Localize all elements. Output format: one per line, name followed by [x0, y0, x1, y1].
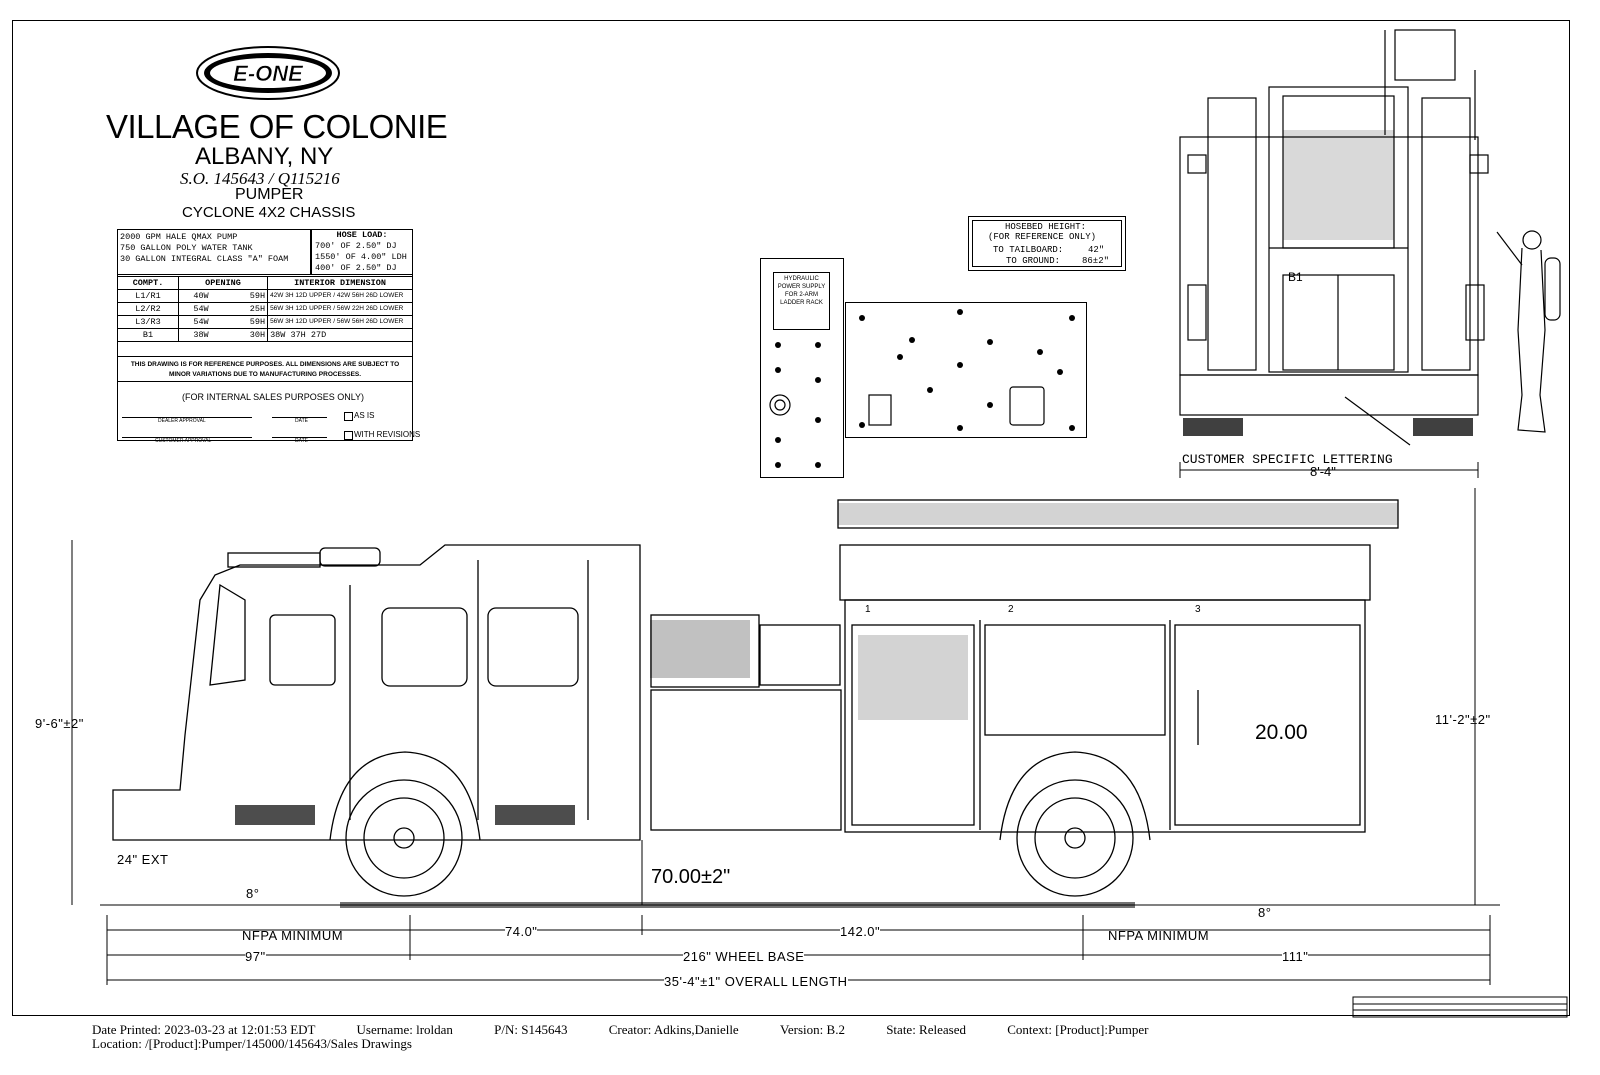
equipment-box [117, 229, 311, 275]
internal-note: (FOR INTERNAL SALES PURPOSES ONLY) [182, 392, 365, 402]
height-right-dim: 11'-2"±2" [1435, 712, 1491, 727]
dealer-approval-label: DEALER APPROVAL [158, 418, 206, 424]
footer-creator: Creator: Adkins,Danielle [608, 1022, 739, 1037]
hosebed-title: HOSEBED HEIGHT: [1005, 222, 1087, 232]
footer-part-number: P/N: S145643 [494, 1022, 568, 1037]
hose-load-title: HOSE LOAD: [336, 230, 388, 240]
dim-20: 20.00 [1255, 721, 1308, 744]
title-apparatus-type: PUMPER [235, 186, 304, 203]
ext-dim: 24" EXT [117, 852, 169, 867]
dim-142: 142.0" [840, 924, 881, 939]
footer-location: Location: /[Product]:Pumper/145000/14564… [92, 1036, 412, 1051]
e-one-logo: E-ONE [196, 46, 340, 100]
compartment-table: COMPT. OPENING INTERIOR DIMENSION L1/R1 … [117, 276, 413, 342]
firefighter-figure [1496, 230, 1561, 433]
hydraulic-panel [760, 258, 844, 478]
title-chassis: CYCLONE 4X2 CHASSIS [182, 204, 356, 221]
equipment-tank: 750 GALLON POLY WATER TANK [120, 243, 253, 253]
with-revisions-checkbox[interactable] [344, 431, 353, 440]
footer-state: State: Released [886, 1022, 966, 1037]
footer-line-1: Date Printed: 2023-03-23 at 12:01:53 EDT… [92, 1022, 1148, 1038]
ground-label: TO GROUND: [1006, 256, 1061, 266]
hose-load-box [311, 229, 413, 275]
hose-load-3: 400' OF 2.50" DJ [315, 263, 397, 273]
departure-angle: 8° [1258, 905, 1272, 920]
as-is-label: AS IS [354, 411, 375, 420]
cell-width: 38W [178, 328, 224, 342]
cell-compt: B1 [117, 328, 179, 342]
equipment-list: 2000 GPM HALE QMAX PUMP 750 GALLON POLY … [120, 232, 288, 265]
customer-approval-label: CUSTOMER APPROVAL [155, 438, 212, 444]
hydraulic-knob-inner [774, 399, 786, 411]
nfpa-right-label: NFPA MINIMUM [1108, 928, 1210, 943]
dim-74: 74.0" [505, 924, 538, 939]
panel-rivets [775, 309, 1075, 468]
ground-band [340, 902, 1135, 908]
rear-view [1179, 29, 1489, 446]
date-label-1: DATE [295, 418, 308, 424]
hydraulic-label-plate [773, 272, 830, 330]
footer-context: Context: [Product]:Pumper [1007, 1022, 1149, 1037]
with-revisions-label: WITH REVISIONS [354, 430, 421, 439]
cell-dims: 38W 37H 27D [267, 328, 413, 342]
footer-username: Username: lroldan [356, 1022, 453, 1037]
rear-width-dim: 8'-4" [1310, 464, 1336, 479]
tailboard-value: 42" [1088, 245, 1105, 255]
wheelbase-dim: 216" WHEEL BASE [683, 949, 805, 964]
dim-97: 97" [245, 949, 266, 964]
side-view [112, 499, 1399, 897]
title-customer: VILLAGE OF COLONIE [106, 108, 448, 145]
table-row: L2/R2 54W 25H 56W 3H 12D UPPER / 56W 22H… [117, 302, 413, 316]
ground-value: 86±2" [1082, 256, 1110, 266]
table-row: B1 38W 30H 38W 37H 27D [117, 328, 413, 342]
title-location: ALBANY, NY [195, 143, 334, 170]
hose-load-list: HOSE LOAD: 700' OF 2.50" DJ 1550' OF 4.0… [315, 230, 409, 274]
rear-compartment-label: B1 [1288, 270, 1303, 284]
tailboard-label: TO TAILBOARD: [993, 245, 1064, 255]
compartment-number-3: 3 [1195, 604, 1201, 615]
disclaimer-box [117, 356, 413, 382]
as-is-checkbox[interactable] [344, 412, 353, 421]
equipment-pump: 2000 GPM HALE QMAX PUMP [120, 232, 238, 242]
dim-111: 111" [1282, 949, 1309, 964]
disclaimer-text: THIS DRAWING IS FOR REFERENCE PURPOSES. … [130, 361, 400, 378]
hose-load-1: 700' OF 2.50" DJ [315, 241, 397, 251]
logo-text: E-ONE [233, 61, 304, 86]
hydraulic-label: HYDRAULIC POWER SUPPLY FOR 2-ARM LADDER … [777, 276, 826, 306]
customer-lettering-label: CUSTOMER SPECIFIC LETTERING [1182, 452, 1393, 467]
panel-badge [1009, 386, 1045, 426]
nfpa-left-label: NFPA MINIMUM [242, 928, 344, 943]
overall-length-dim: 35'-4"±1" OVERALL LENGTH [664, 974, 848, 989]
dim-70: 70.00±2" [651, 866, 731, 888]
panel-badge [868, 394, 892, 426]
title-order-number: S.O. 145643 / Q115216 [180, 169, 340, 188]
hosebed-box [968, 216, 1126, 271]
footer-date-printed: Date Printed: 2023-03-23 at 12:01:53 EDT [92, 1022, 316, 1037]
footer-version: Version: B.2 [779, 1022, 845, 1037]
height-left-dim: 9'-6"±2" [35, 716, 84, 731]
drawing-sheet [12, 20, 1570, 1016]
hydraulic-knob [769, 394, 791, 416]
body-panel [845, 302, 1087, 438]
revision-block [1352, 996, 1568, 1018]
approach-angle: 8° [246, 886, 260, 901]
hose-load-2: 1550' OF 4.00" LDH [315, 252, 407, 262]
compartment-number-2: 2 [1008, 604, 1014, 615]
equipment-foam: 30 GALLON INTEGRAL CLASS "A" FOAM [120, 254, 289, 264]
date-label-2: DATE [295, 438, 308, 444]
hosebed-subtitle: (FOR REFERENCE ONLY) [988, 232, 1097, 242]
compartment-number-1: 1 [865, 604, 871, 615]
side-grille-hatching [235, 503, 1398, 825]
rear-bumper-steps [1183, 130, 1473, 436]
